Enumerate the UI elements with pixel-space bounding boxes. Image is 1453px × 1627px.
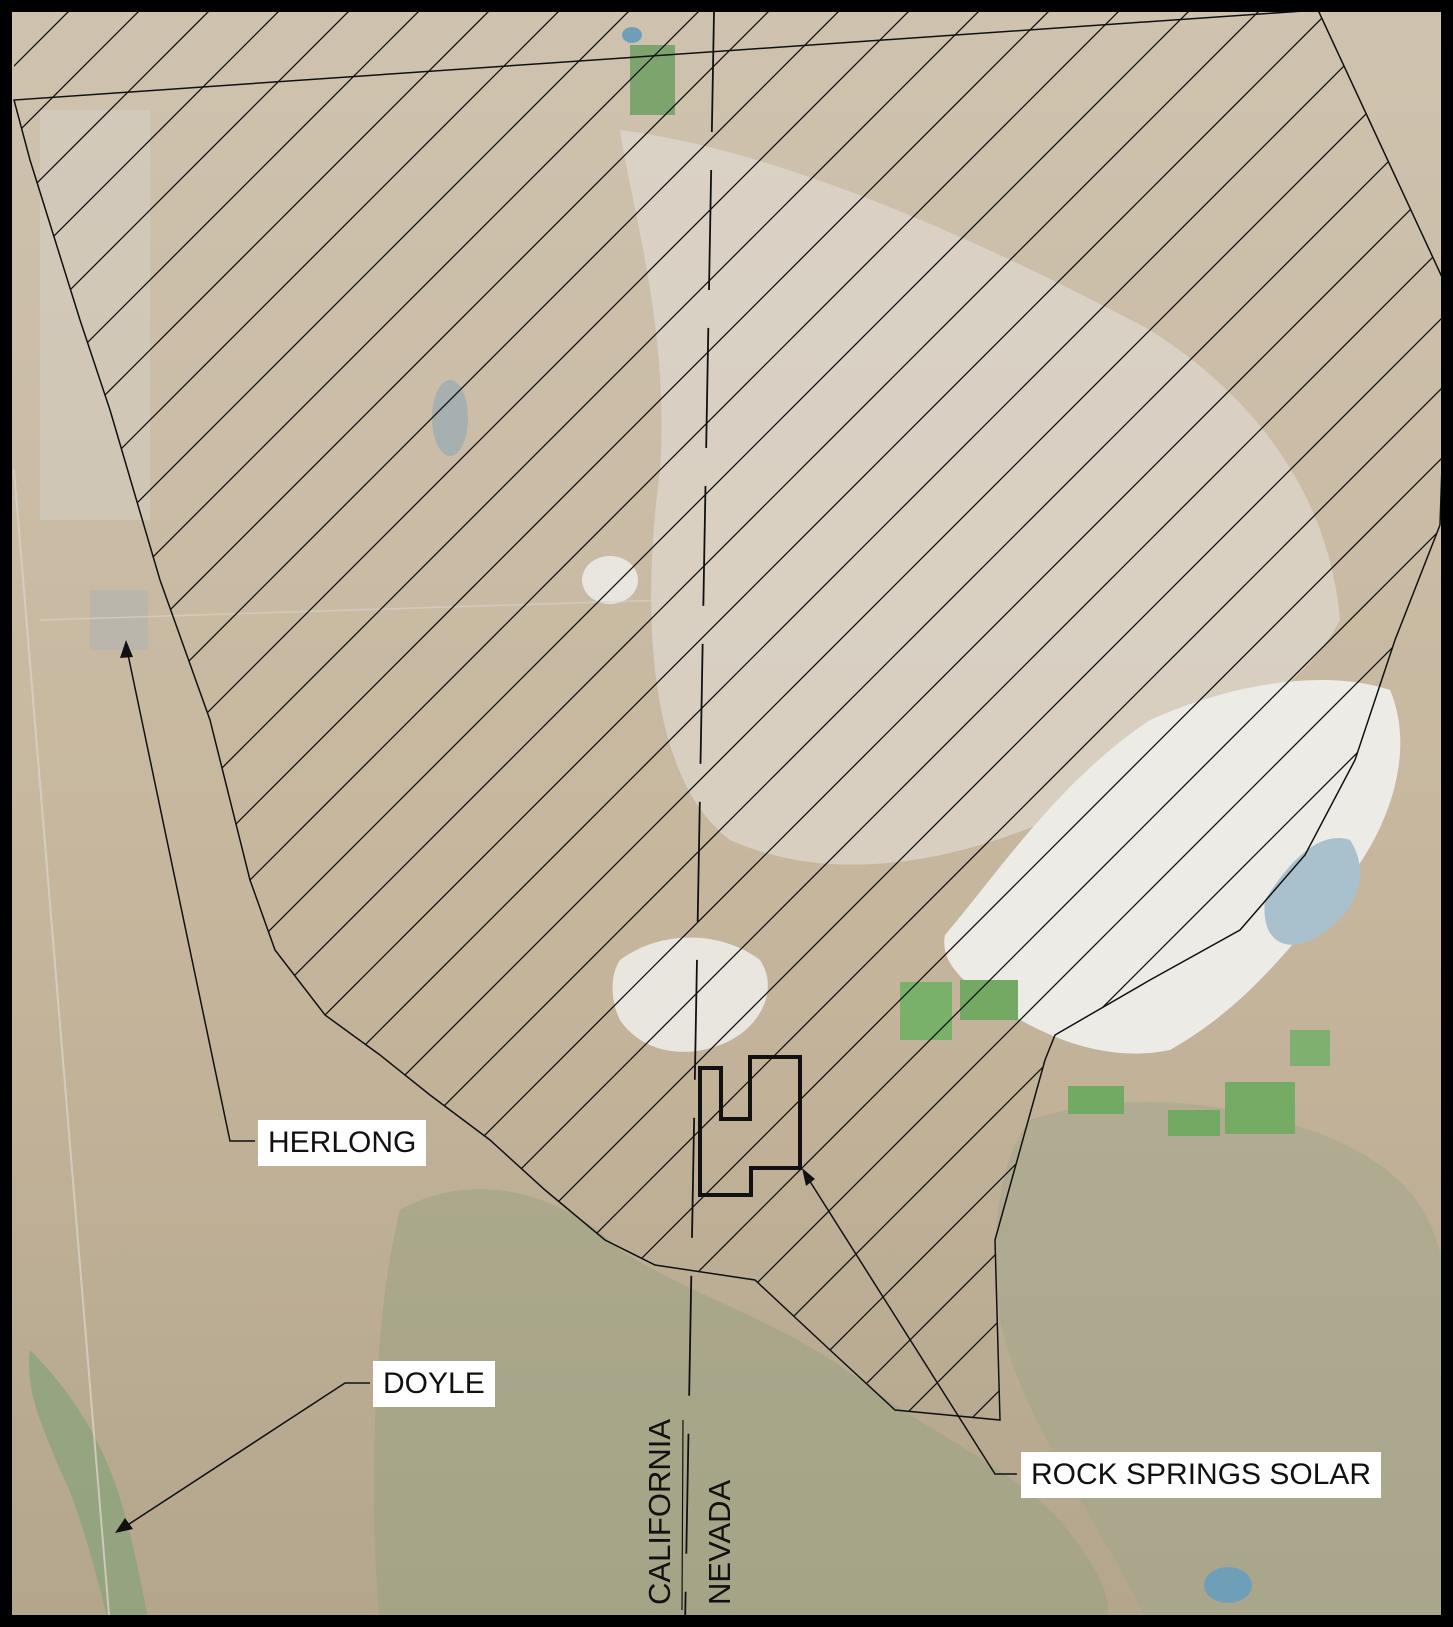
- label-doyle: DOYLE: [373, 1361, 495, 1407]
- road: [13, 469, 111, 1627]
- river-corridor: [29, 1350, 151, 1627]
- hatch-line: [14, 10, 1341, 1420]
- hatch-line: [14, 10, 501, 1420]
- state-label-divider: [681, 1419, 684, 1611]
- hatch-zone-boundary: [13, 9, 1449, 1421]
- state-label-california: CALIFORNIA: [642, 1418, 677, 1605]
- hatch-line: [14, 10, 1131, 1420]
- field: [1068, 1086, 1124, 1114]
- hatch-line: [14, 10, 781, 1420]
- hatch-line: [14, 10, 641, 1420]
- doyle-leader: [119, 1382, 370, 1531]
- hatch-line: [692, 10, 1448, 1420]
- label-herlong: HERLONG: [258, 1120, 427, 1166]
- herlong-arrowhead: [120, 640, 133, 658]
- road: [39, 539, 1271, 621]
- state-label-nevada: NEVADA: [702, 1479, 737, 1605]
- playa: [944, 680, 1401, 1054]
- field: [1168, 1110, 1220, 1136]
- lake-southeast: [1204, 1567, 1252, 1603]
- rock-springs-solar-boundary: [698, 1055, 802, 1197]
- field: [1225, 1082, 1295, 1134]
- hatch-line: [14, 10, 711, 1420]
- playa-water: [1264, 838, 1360, 945]
- town-herlong: [90, 590, 148, 650]
- settlement-west: [40, 110, 150, 520]
- hatch-line: [14, 10, 571, 1420]
- playa-west: [612, 937, 768, 1052]
- hatch-line: [14, 10, 431, 1420]
- basin-light: [620, 130, 1340, 865]
- rock-springs-leader: [803, 1171, 1017, 1475]
- pond-basin: [432, 380, 468, 456]
- state-line: [684, 11, 715, 1627]
- doyle-arrowhead: [115, 1518, 133, 1533]
- hatch-line: [14, 10, 361, 1420]
- rock-springs-arrowhead: [802, 1168, 815, 1186]
- mountains-south: [374, 1189, 1108, 1627]
- herlong-leader: [125, 644, 255, 1142]
- hatch-line: [14, 10, 1271, 1420]
- pond-north: [622, 27, 642, 43]
- dry-lake-small: [582, 556, 638, 604]
- field: [900, 982, 952, 1040]
- hatch-line: [14, 10, 1061, 1420]
- label-rock-springs-solar: ROCK SPRINGS SOLAR: [1021, 1452, 1382, 1498]
- hatch-line: [14, 10, 1201, 1420]
- field: [960, 980, 1018, 1020]
- field: [1290, 1030, 1330, 1066]
